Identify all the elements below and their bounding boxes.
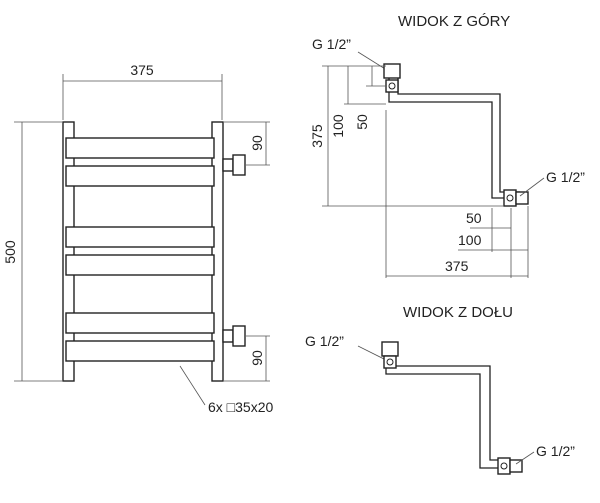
top-view-pipe-inner [397,72,520,193]
h-50-label: 50 [466,210,482,226]
connector-bottom [222,329,234,343]
bottom-view-conn-left-leader [357,345,387,361]
top-view-valve-right-port [506,194,514,202]
bottom-view: WIDOK Z DOŁU G 1/2” G 1/2” [305,304,575,475]
top-view-valve-top-port [388,82,396,90]
bottom-view-valve-right [497,457,511,475]
bottom-view-pipe-outer [385,366,510,469]
top-view-conn-top-label: G 1/2” [312,36,351,52]
bars-note: 6x □35x20 [208,399,273,415]
v-50-label: 50 [354,114,370,130]
bottom-view-title: WIDOK Z DOŁU [403,304,513,321]
top-view-valve-right-body [515,191,529,205]
bottom-view-valve-left-body [383,355,397,369]
connector-top [222,158,234,172]
bottom-view-valve-right-body [509,459,523,473]
heating-bar [65,137,215,159]
connector-bottom-nut [232,325,246,347]
h-375-label: 375 [445,258,469,274]
top-view-conn-right-leader [519,177,545,197]
heating-bar [65,226,215,248]
top-view-title: WIDOK Z GÓRY [398,13,510,30]
bottom-view-valve-left [381,341,399,357]
width-label: 375 [130,62,154,78]
bottom-view-conn-right-leader [515,451,535,465]
top-view-valve-top-body [385,79,399,93]
bottom-view-pipe-inner [396,365,510,461]
heating-bar [65,340,215,362]
v-375-label: 375 [309,124,325,148]
right-rail [211,121,224,382]
connector-top-nut [232,154,246,176]
top-view-conn-right-label: G 1/2” [546,169,585,185]
bottom-view-valve-right-port [500,462,508,470]
bottom-view-conn-right-label: G 1/2” [536,443,575,459]
v-100-label: 100 [330,114,346,138]
top-view-valve-right [503,189,517,207]
bottom-90-label: 90 [249,350,265,366]
top-90-label: 90 [249,135,265,151]
top-view-valve-top [383,63,401,79]
bottom-view-valve-left-port [386,358,394,366]
heating-bar [65,254,215,276]
h-100-label: 100 [458,232,482,248]
front-view: 375 500 90 90 6x □35x20 [2,62,273,415]
left-rail [62,121,75,382]
heating-bar [65,165,215,187]
bottom-view-conn-left-label: G 1/2” [305,333,344,349]
bars-leader [179,365,206,406]
top-view: WIDOK Z GÓRY G 1/2” G 1/2” 375 100 50 [309,13,585,278]
heating-bar [65,312,215,334]
height-label: 500 [2,240,18,264]
